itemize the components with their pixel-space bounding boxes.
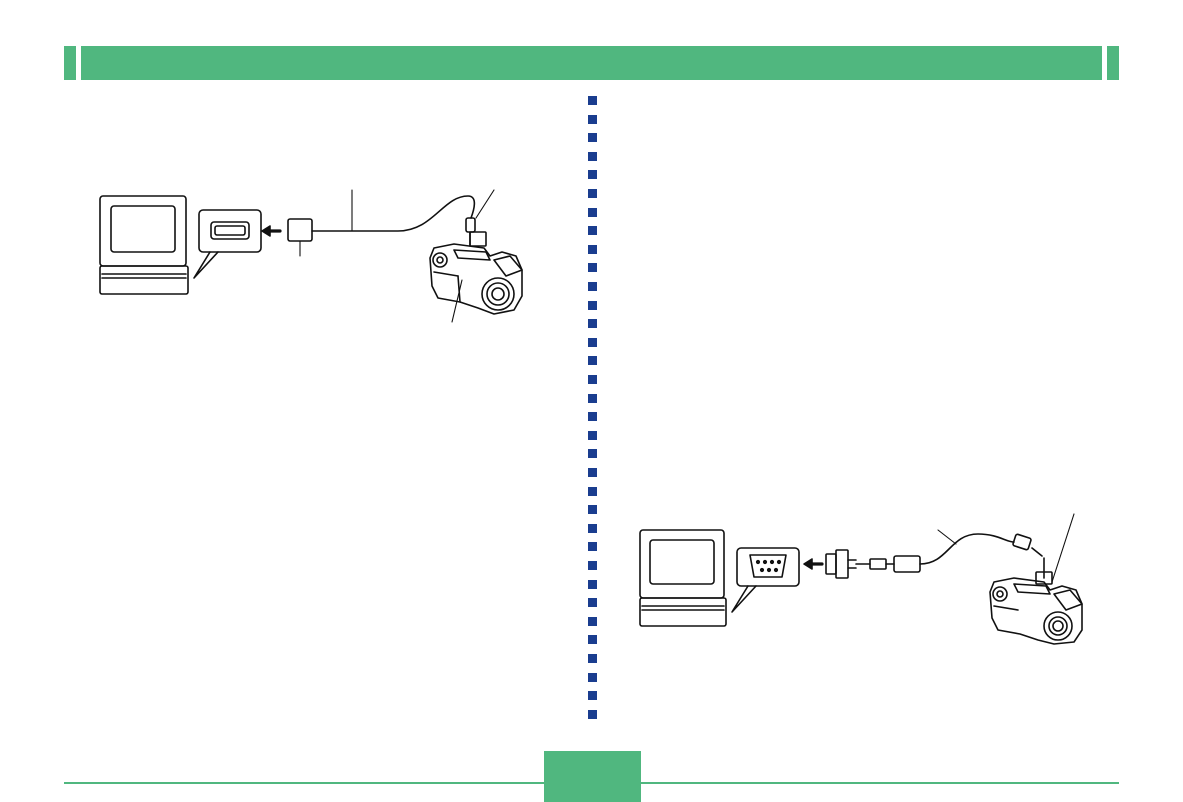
divider-dot (588, 96, 597, 105)
computer-icon (639, 529, 727, 627)
divider-dot (588, 430, 597, 440)
divider-dot (588, 114, 597, 124)
divider-dot (588, 449, 597, 459)
divider-dot (588, 691, 597, 701)
divider-dot (588, 263, 597, 273)
divider-dot (588, 486, 597, 496)
divider-dot (588, 672, 597, 682)
divider-dot (588, 300, 597, 310)
divider-dot (588, 635, 597, 645)
divider-dot (588, 598, 597, 608)
usb-plug-icon (287, 218, 313, 257)
header-main-segment (81, 46, 1102, 80)
divider-dot (588, 189, 597, 198)
divider-dot (588, 393, 597, 403)
divider-dot (588, 319, 597, 329)
divider-dot (588, 207, 597, 217)
arrow-left-icon (803, 558, 824, 570)
column-divider (586, 96, 598, 720)
divider-dot (588, 412, 597, 422)
page-tab-bottom (544, 784, 641, 802)
usb-connection-diagram (99, 189, 523, 323)
divider-dot (588, 542, 597, 552)
usb-port-callout (193, 209, 262, 279)
divider-dot (588, 244, 597, 254)
divider-dot (588, 226, 597, 236)
divider-dot (588, 337, 597, 347)
computer-icon (99, 195, 189, 295)
divider-dot (588, 505, 597, 515)
divider-dot (588, 282, 597, 291)
serial-port-callout (731, 547, 800, 613)
serial-connection-figure (638, 512, 1093, 645)
header-bar (64, 46, 1119, 80)
cable-connector-icon (1012, 533, 1045, 579)
divider-dot (588, 654, 597, 663)
divider-dot (588, 356, 597, 366)
divider-dot (588, 133, 597, 143)
page-tab-top (544, 751, 641, 782)
page-number-tab (544, 751, 641, 802)
camera-icon (989, 571, 1083, 645)
divider-dot (588, 561, 597, 570)
camera-icon (429, 231, 523, 315)
divider-dot (588, 709, 597, 719)
divider-dot (588, 151, 597, 161)
divider-dot (588, 468, 597, 477)
footer-rule (64, 782, 1119, 784)
ferrite-core-icon (893, 555, 921, 573)
divider-dot (588, 170, 597, 180)
serial-connection-diagram (639, 513, 1083, 645)
divider-dot (588, 523, 597, 533)
serial-cable (919, 533, 1015, 565)
divider-dot (588, 616, 597, 626)
usb-connection-figure (98, 186, 528, 326)
cable-adapter-icon (869, 558, 887, 570)
arrow-left-icon (261, 225, 282, 237)
divider-dot (588, 375, 597, 384)
usb-cable (311, 195, 476, 232)
header-right-segment (1107, 46, 1119, 80)
serial-plug-icon (825, 549, 857, 579)
header-left-segment (64, 46, 76, 80)
divider-dot (588, 579, 597, 589)
